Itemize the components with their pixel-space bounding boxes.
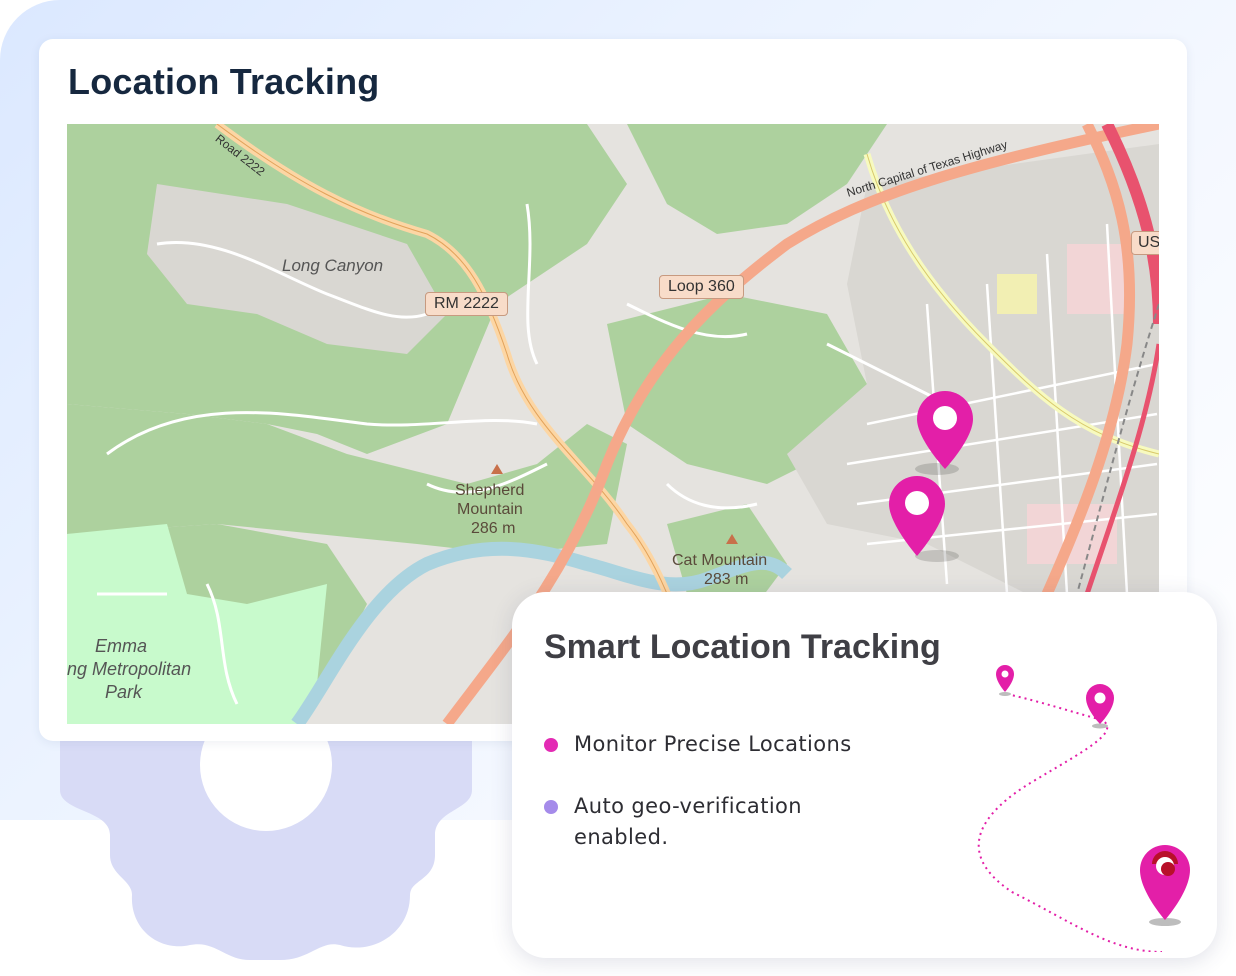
info-title: Smart Location Tracking xyxy=(544,628,941,666)
place-long-canyon: Long Canyon xyxy=(282,256,384,275)
bullet-text: Auto geo-verification enabled. xyxy=(574,791,802,853)
route-pin-end-icon xyxy=(1140,844,1190,926)
smart-location-card: Smart Location Tracking Monitor Precise … xyxy=(512,592,1217,958)
place-emma-line1: Emma xyxy=(95,636,148,656)
route-pin-start-icon xyxy=(996,665,1014,696)
card-title: Location Tracking xyxy=(68,61,380,102)
bullet-text-line2: enabled. xyxy=(574,825,669,849)
bullet-geo-verification: Auto geo-verification enabled. xyxy=(544,791,802,853)
shield-rm2222: RM 2222 xyxy=(425,292,508,316)
peak-shepherd-line2: Mountain xyxy=(457,501,523,518)
map-marker-1[interactable] xyxy=(915,391,973,475)
peak-cat-elev: 283 m xyxy=(704,571,749,588)
place-emma-line2: ng Metropolitan xyxy=(67,659,192,679)
route-pin-middle-icon xyxy=(1086,684,1114,729)
shield-us: US xyxy=(1131,231,1159,255)
place-emma-line3: Park xyxy=(105,682,143,702)
route-illustration xyxy=(977,665,1190,952)
bullet-monitor: Monitor Precise Locations xyxy=(544,729,852,760)
shield-loop360: Loop 360 xyxy=(659,275,744,299)
bullet-dot-icon xyxy=(544,800,558,814)
bullet-text-line1: Auto geo-verification xyxy=(574,794,803,818)
peak-cat-line1: Cat Mountain xyxy=(672,552,768,569)
bullet-text: Monitor Precise Locations xyxy=(574,732,852,756)
map-marker-2[interactable] xyxy=(889,476,959,562)
peak-shepherd-line1: Shepherd xyxy=(455,482,525,499)
peak-shepherd-elev: 286 m xyxy=(471,520,516,537)
bullet-dot-icon xyxy=(544,738,558,752)
